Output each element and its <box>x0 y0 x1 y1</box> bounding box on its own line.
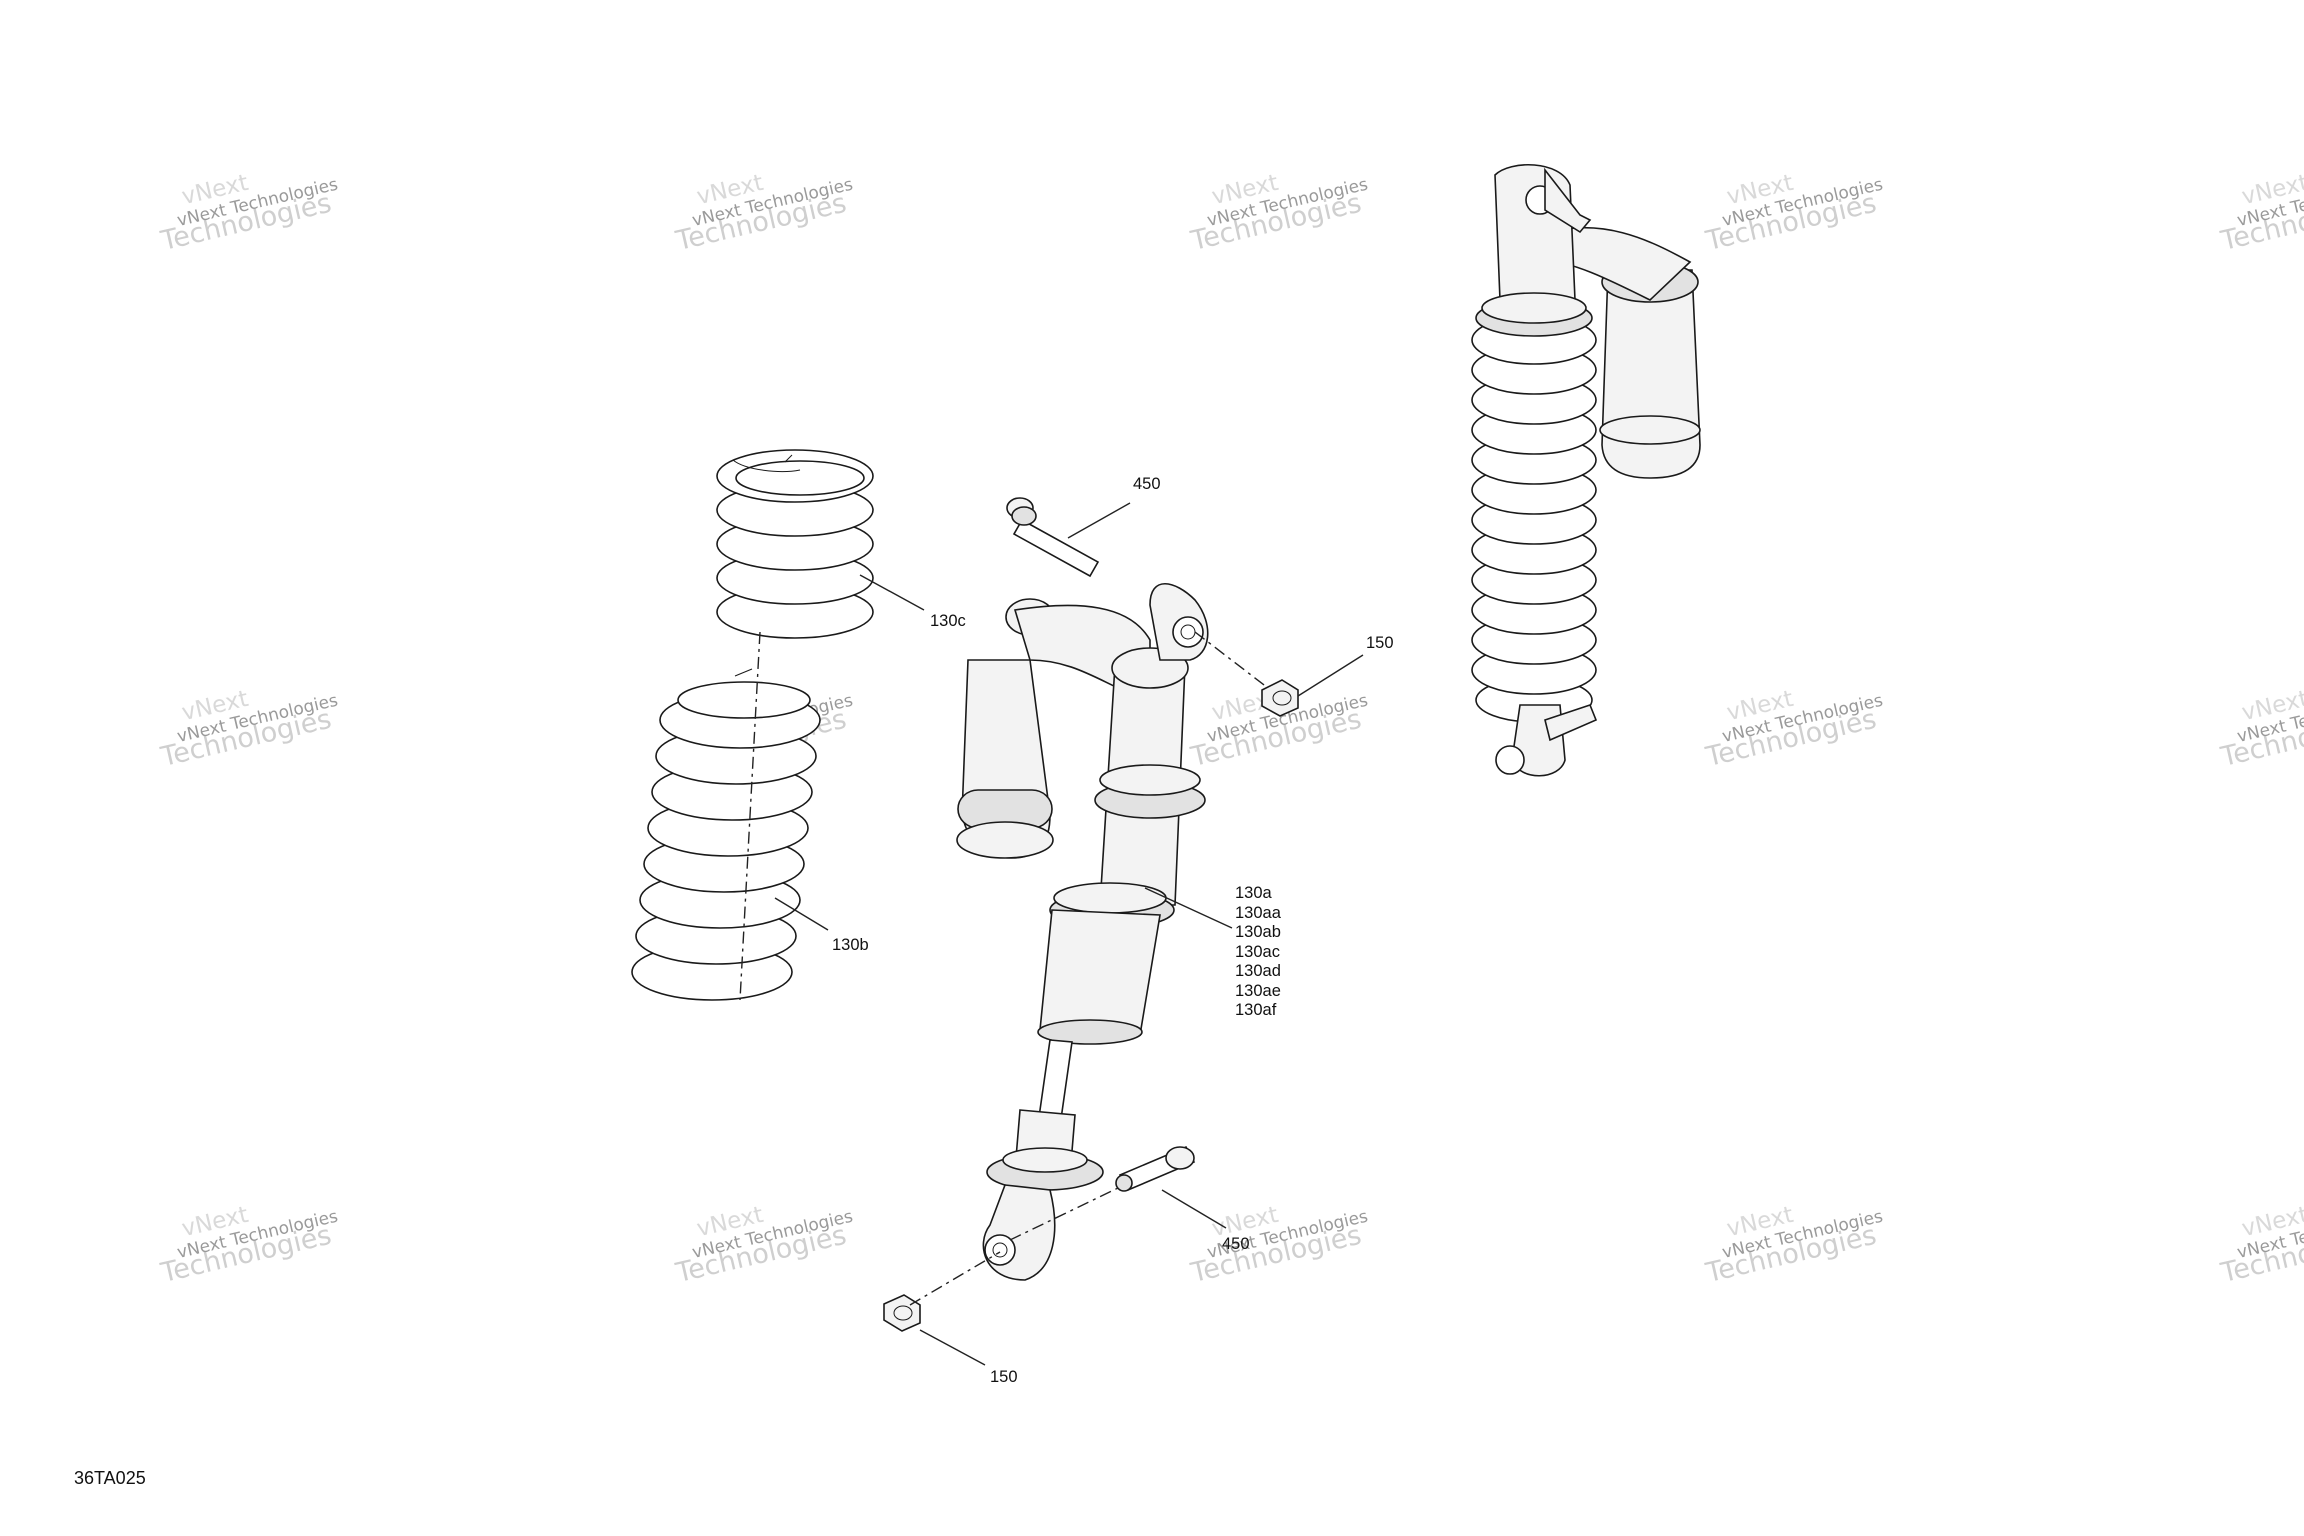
lower-axis-line <box>909 1251 1001 1306</box>
watermark-layer: vNext Technologies vNext Technologies vN… <box>157 170 2304 1289</box>
watermark: vNext Technologies vNext Technologies <box>672 170 855 257</box>
callout-label: 130ad <box>1235 962 1281 980</box>
watermark: vNext Technologies vNext Technologies <box>2217 686 2304 773</box>
callout-label: 130b <box>832 936 869 954</box>
callout-label: 130aa <box>1235 904 1282 922</box>
watermark: vNext Technologies vNext Technologies <box>1702 686 1885 773</box>
shock-variant-labels: 130a 130aa 130ab 130ac 130ad 130ae 130af <box>1235 884 1282 1019</box>
callout-label: 130ae <box>1235 982 1281 1000</box>
watermark: vNext Technologies vNext Technologies <box>2217 1202 2304 1289</box>
upper-spring-130c <box>716 449 874 639</box>
lower-bolt-450 <box>1115 1145 1196 1192</box>
callout-label: 450 <box>1133 475 1161 493</box>
upper-axis-line <box>1194 631 1269 689</box>
callout-label: 130ab <box>1235 923 1281 941</box>
watermark: vNext Technologies vNext Technologies <box>1702 1202 1885 1289</box>
lower-nut-150 <box>883 1294 921 1332</box>
watermark: vNext Technologies vNext Technologies <box>157 686 340 773</box>
watermark: vNext Technologies vNext Technologies <box>1187 170 1370 257</box>
watermark: vNext Technologies vNext Technologies <box>157 1202 340 1289</box>
watermark: vNext Technologies vNext Technologies <box>157 170 340 257</box>
watermark: vNext Technologies vNext Technologies <box>672 1202 855 1289</box>
watermark: vNext Technologies vNext Technologies <box>1187 1202 1370 1289</box>
assembled-shock-absorber <box>1471 164 1701 777</box>
callout-label: 130af <box>1235 1001 1277 1019</box>
lower-spring-130b <box>631 631 821 1001</box>
figure-code: 36TA025 <box>74 1468 146 1488</box>
callout-label: 130a <box>1235 884 1273 902</box>
center-shock-absorber <box>956 582 1209 1281</box>
watermark: vNext Technologies vNext Technologies <box>1702 170 1885 257</box>
upper-nut-150 <box>1261 679 1299 717</box>
watermark: vNext Technologies vNext Technologies <box>2217 170 2304 257</box>
callout-label: 450 <box>1222 1235 1250 1253</box>
upper-bolt-450 <box>1006 497 1100 578</box>
callout-label: 130ac <box>1235 943 1280 961</box>
callout-label: 130c <box>930 612 966 630</box>
callout-label: 150 <box>1366 634 1394 652</box>
lower-bolt-axis-line <box>1009 1187 1119 1241</box>
callout-label: 150 <box>990 1368 1018 1386</box>
